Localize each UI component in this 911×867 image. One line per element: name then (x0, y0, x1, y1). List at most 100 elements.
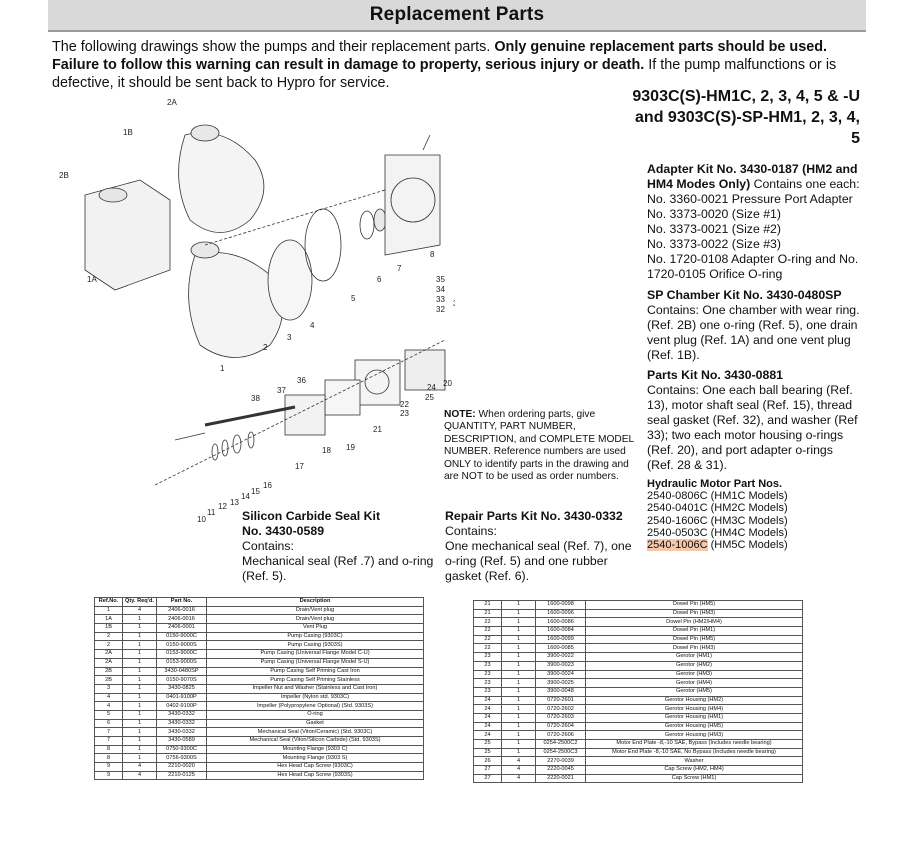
description-cell: Motor End Plate -8,-10 SAE, No Bypass (I… (585, 747, 803, 758)
adapter-kit-line: No. 3373-0021 (Size #2) (647, 222, 781, 236)
motor-part-model: (HM4C Models) (707, 526, 788, 539)
repair-kit-contains: Contains: (445, 524, 497, 538)
part-no-cell: 3430-0332 (156, 709, 207, 720)
ref-no-cell: 7 (94, 727, 123, 737)
motor-parts-heading: Hydraulic Motor Part Nos. (647, 478, 783, 490)
motor-part-item: 2540-0503C (HM4C Models) (647, 527, 862, 539)
part-no-cell: 1600-0086 (535, 617, 586, 628)
part-no-cell: 3900-0024 (535, 669, 586, 680)
ref-no-cell: 4 (94, 692, 123, 703)
repair-parts-kit: Repair Parts Kit No. 3430-0332 Contains:… (445, 509, 640, 584)
description-cell: Impeller Nut and Washer (Stainless and C… (206, 683, 424, 694)
qty-cell: 1 (122, 709, 157, 720)
qty-cell: 1 (122, 753, 157, 764)
silicon-kit-number: No. 3430-0589 (242, 524, 325, 538)
model-title: 9303C(S)-HM1C, 2, 3, 4, 5 & -U and 9303C… (632, 88, 860, 147)
note-label: NOTE: (444, 409, 476, 420)
callout-label: 11 (207, 508, 216, 517)
intro-text: The following drawings show the pumps an… (52, 39, 495, 55)
qty-cell: 1 (122, 666, 157, 677)
ref-no-cell: 6 (94, 718, 123, 729)
qty-cell: 4 (501, 765, 536, 775)
qty-cell: 1 (122, 736, 157, 746)
ref-no-cell: 23 (473, 660, 502, 671)
qty-cell: 1 (122, 657, 157, 668)
part-no-cell: 3900-0048 (535, 686, 586, 697)
callout-label: 19 (346, 443, 355, 452)
part-no-cell: 0153-9000C (156, 649, 207, 659)
motor-part-item: 2540-0806C (HM1C Models) (647, 490, 862, 502)
description-cell: Gerotor Housing (HM4) (585, 704, 803, 714)
qty-cell: 1 (501, 712, 536, 723)
callout-label: 38 (251, 394, 260, 403)
callout-label: 31 (453, 299, 455, 308)
parts-table-left: Ref.No. Qty. Req'd. Part No. Description… (94, 597, 424, 781)
description-cell: Pump Casing (9303S) (206, 640, 424, 651)
ref-no-cell: 2B (94, 675, 123, 685)
qty-cell: 1 (501, 634, 536, 645)
description-cell: Cap Screw (HM1) (585, 773, 803, 784)
part-no-cell: 0150-9070S (156, 675, 207, 685)
ref-no-cell: 22 (473, 643, 502, 654)
motor-part-number: 2540-0401C (647, 502, 708, 515)
part-no-cell: 1600-0099 (535, 634, 586, 645)
parts-kit: Parts Kit No. 3430-0881 Contains: One ea… (647, 368, 862, 473)
callout-label: 1 (220, 364, 225, 373)
qty-cell: 4 (122, 605, 157, 616)
callout-label: 13 (230, 498, 239, 507)
adapter-kit: Adapter Kit No. 3430-0187 (HM2 and HM4 M… (647, 162, 862, 282)
qty-cell: 1 (501, 652, 536, 662)
ref-no-cell: 23 (473, 678, 502, 688)
callout-label: 15 (251, 487, 260, 496)
description-cell: Pump Casing (Universal Flange Model C-U) (206, 649, 424, 659)
description-cell: Gerotor Housing (HM5) (585, 721, 803, 732)
ref-no-cell: 4 (94, 701, 123, 711)
section-header: Replacement Parts (48, 0, 866, 32)
ref-no-cell: 23 (473, 686, 502, 697)
callout-label: 25 (425, 393, 434, 402)
ref-no-cell: 2 (94, 640, 123, 651)
part-no-cell: 0720-2606 (535, 730, 586, 740)
qty-cell: 1 (501, 695, 536, 706)
callout-label: 16 (263, 481, 272, 490)
description-cell: Pump Casing Self Priming Stainless (206, 675, 424, 685)
part-no-cell: 0720-2601 (535, 695, 586, 706)
parts-kit-body: Contains: One each ball bearing (Ref. 13… (647, 383, 858, 472)
part-no-cell: 0402-9100P (156, 701, 207, 711)
part-no-cell: 0750-9300C (156, 744, 207, 755)
part-no-cell: 2220-0045 (535, 765, 586, 775)
callout-label: 35 (436, 275, 445, 284)
repair-kit-body: One mechanical seal (Ref. 7), one o-ring… (445, 539, 632, 583)
qty-cell: 1 (501, 721, 536, 732)
qty-cell: 1 (122, 675, 157, 685)
ref-no-cell: 1 (94, 605, 123, 616)
part-no-cell: 3430-0480SP (156, 666, 207, 677)
description-cell: O-ring (206, 709, 424, 720)
qty-cell: 1 (501, 600, 536, 610)
part-no-cell: 1600-0085 (535, 643, 586, 654)
callout-label: 4 (310, 321, 315, 330)
callout-label: 3 (287, 333, 292, 342)
qty-cell: 4 (501, 773, 536, 784)
callout-label: 2 (263, 343, 268, 352)
description-cell: Gerotor (HM4) (585, 678, 803, 688)
description-cell: Gerotor (HM3) (585, 669, 803, 680)
callout-label: 37 (277, 386, 286, 395)
description-cell: Dowel Pin (HM3) (585, 608, 803, 619)
ref-no-cell: 7 (94, 736, 123, 746)
